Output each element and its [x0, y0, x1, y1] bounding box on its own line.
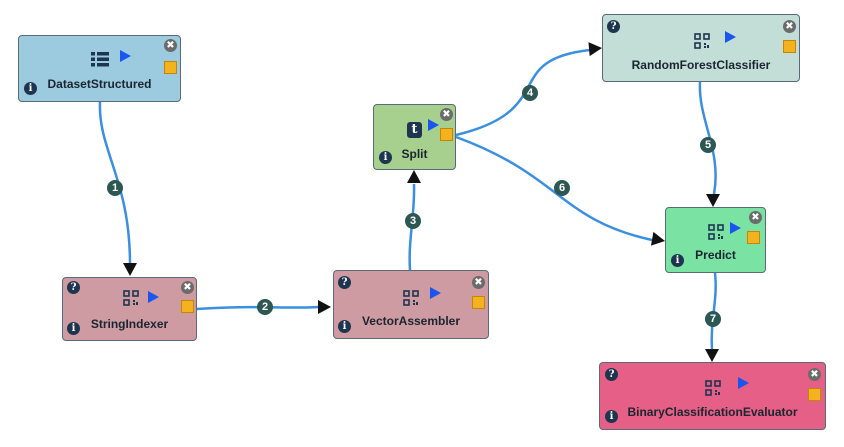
- edge-label[interactable]: 5: [700, 137, 716, 153]
- info-icon[interactable]: i: [24, 82, 37, 95]
- close-icon[interactable]: ✖: [440, 108, 453, 121]
- play-icon[interactable]: [428, 119, 439, 131]
- node-title: StringIndexer: [90, 317, 169, 331]
- play-icon[interactable]: [730, 222, 741, 234]
- play-icon[interactable]: [148, 291, 159, 303]
- close-icon[interactable]: ✖: [808, 368, 821, 381]
- play-icon[interactable]: [430, 287, 441, 299]
- close-icon[interactable]: ✖: [164, 39, 177, 52]
- close-icon[interactable]: ✖: [472, 276, 485, 289]
- arrowhead-icon: [318, 300, 331, 314]
- edge-label[interactable]: 6: [554, 180, 570, 196]
- node-title: RandomForestClassifier: [631, 58, 771, 72]
- info-icon[interactable]: i: [379, 151, 392, 164]
- arrowhead-icon: [588, 42, 602, 57]
- list-icon: [91, 52, 109, 72]
- help-icon[interactable]: ?: [67, 281, 80, 294]
- help-icon[interactable]: ?: [607, 20, 620, 33]
- node-vectorassembler[interactable]: VectorAssembler: [333, 270, 489, 339]
- play-icon[interactable]: [738, 377, 749, 389]
- qr-code-icon: [705, 380, 721, 401]
- edge-label[interactable]: 1: [107, 180, 123, 196]
- node-title: VectorAssembler: [361, 314, 461, 328]
- arrowhead-icon: [407, 170, 421, 183]
- info-icon[interactable]: i: [338, 320, 351, 333]
- node-title: BinaryClassificationEvaluator: [627, 405, 798, 419]
- node-title: Split: [401, 147, 428, 161]
- help-icon[interactable]: ?: [605, 368, 618, 381]
- play-icon[interactable]: [120, 50, 131, 62]
- status-indicator[interactable]: [747, 231, 760, 244]
- edge-label[interactable]: 4: [522, 85, 538, 101]
- status-indicator[interactable]: [181, 300, 194, 313]
- help-icon[interactable]: ?: [338, 276, 351, 289]
- qr-code-icon: [708, 224, 724, 245]
- node-title: Predict: [695, 248, 736, 262]
- info-icon[interactable]: i: [605, 410, 618, 423]
- info-icon[interactable]: i: [67, 322, 80, 335]
- edge-label[interactable]: 2: [257, 299, 273, 315]
- arrowhead-icon: [705, 349, 719, 362]
- t-icon: t: [407, 122, 422, 138]
- node-title: DatasetStructured: [47, 77, 152, 91]
- node-randomforestclassifier[interactable]: RandomForestClassifier: [602, 14, 800, 82]
- edge-randomforestclassifier-to-predict[interactable]: [698, 81, 717, 195]
- close-icon[interactable]: ✖: [181, 281, 194, 294]
- node-stringindexer[interactable]: StringIndexer: [62, 277, 197, 341]
- edge-predict-to-binaryclassificationevaluator[interactable]: [710, 272, 717, 351]
- status-indicator[interactable]: [164, 61, 177, 74]
- arrowhead-icon: [650, 231, 665, 246]
- edge-label[interactable]: 7: [705, 311, 721, 327]
- edge-datasetstructured-to-stringindexer[interactable]: [98, 101, 132, 265]
- status-indicator[interactable]: [783, 40, 796, 53]
- info-icon[interactable]: i: [671, 254, 684, 267]
- node-binaryclassificationevaluator[interactable]: BinaryClassificationEvaluator: [599, 362, 826, 430]
- edge-label[interactable]: 3: [405, 213, 421, 229]
- status-indicator[interactable]: [472, 296, 485, 309]
- status-indicator[interactable]: [440, 128, 453, 141]
- qr-code-icon: [123, 290, 139, 311]
- close-icon[interactable]: ✖: [783, 20, 796, 33]
- status-indicator[interactable]: [808, 388, 821, 401]
- qr-code-icon: [694, 33, 710, 54]
- play-icon[interactable]: [725, 31, 736, 43]
- qr-code-icon: [403, 290, 419, 311]
- node-datasetstructured[interactable]: DatasetStructured: [18, 35, 181, 102]
- arrowhead-icon: [706, 194, 720, 207]
- close-icon[interactable]: ✖: [749, 211, 762, 224]
- arrowhead-icon: [123, 263, 137, 276]
